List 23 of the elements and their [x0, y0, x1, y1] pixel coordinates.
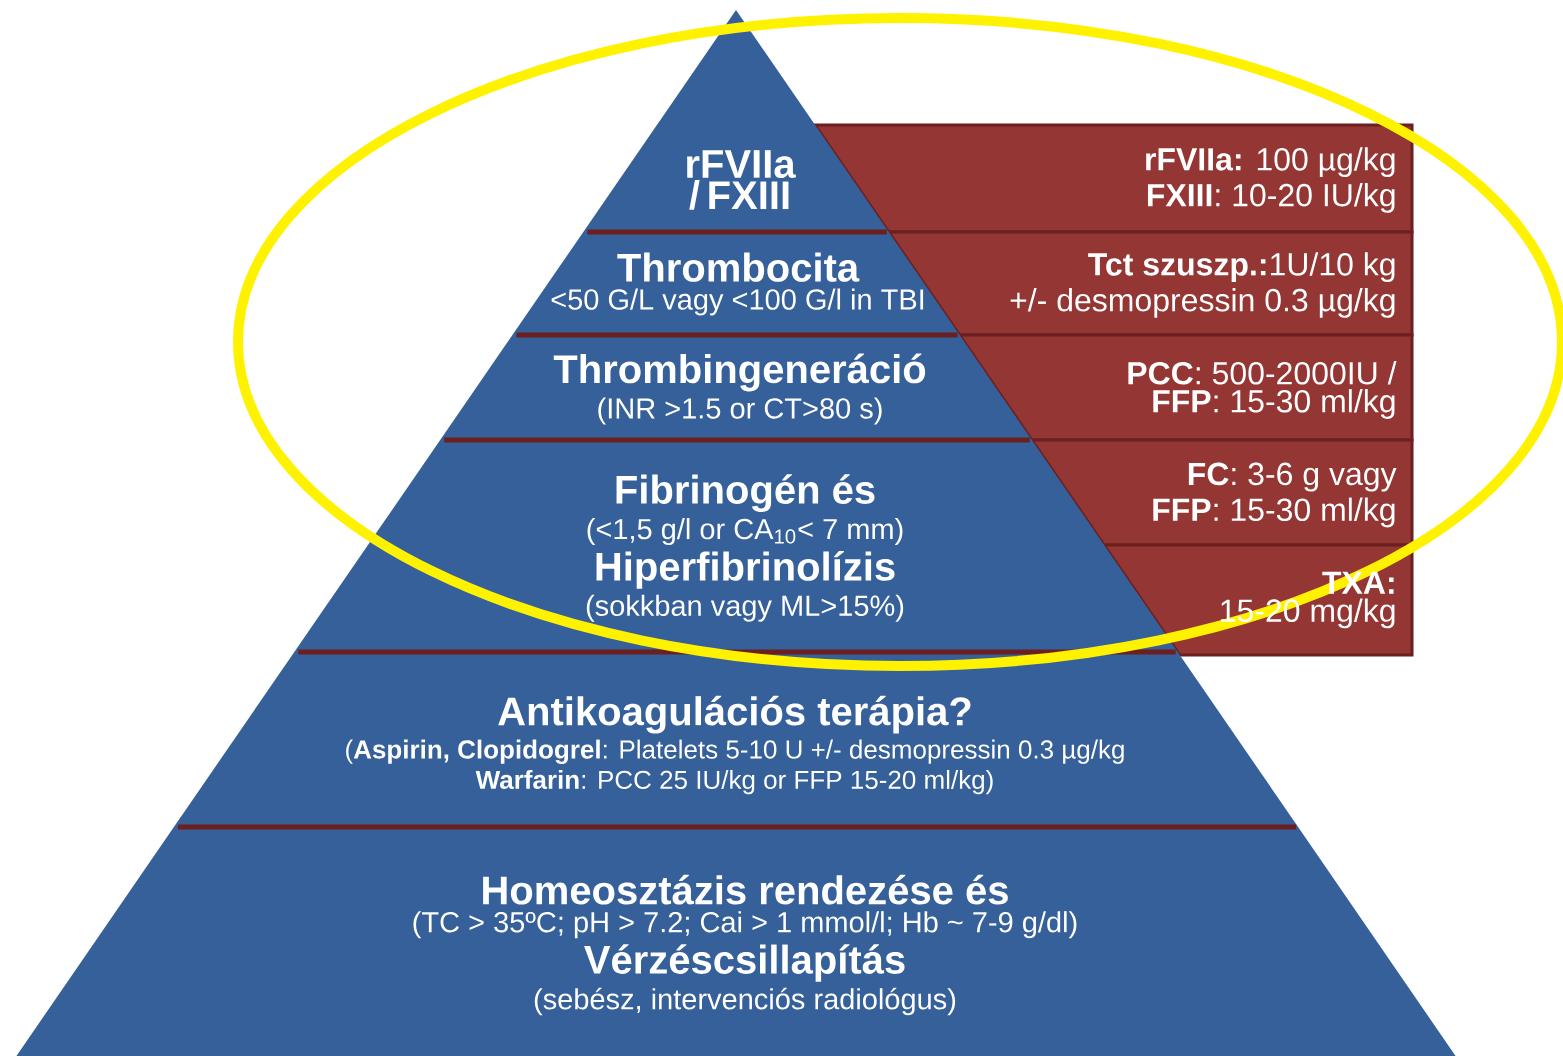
node-label: Vérzéscsillapítás: [584, 944, 905, 982]
node-label: (sokkban vagy ML>15%): [586, 594, 904, 622]
pyramid-tier: [583, 10, 889, 232]
node-label: (TC > 35ºC; pH > 7.2; Cai > 1 mmol/l; Hb ~ 7-9 g/dl): [413, 911, 1077, 939]
node-label: (<1,5 g/l or CA$_{10}$< 7 mm): [587, 518, 903, 546]
tier-label: Fibrinogén és (<1,5 g/l or CA$_{10}$< 7 mm) Hiperfibrinolízis (sokkban vagy ML>15%): [586, 474, 904, 622]
dose-label: Tct szuszp.:1U/10 kg +/- desmopressin 0.3 µg/kg: [1010, 252, 1395, 318]
dose-label: PCC: 500-2000IU / FFP: 15-30 ml/kg: [1128, 361, 1397, 419]
dose-label: FC: 3-6 g vagy FFP: 15-30 ml/kg: [1153, 462, 1397, 528]
dose-label: rFVIIa: 100 µg/kg FXIII: 10-20 IU/kg: [1146, 147, 1395, 213]
node-label: Homeosztázis rendezése és: [483, 874, 1008, 905]
tier-label: Thrombingeneráció (INR >1.5 or CT>80 s): [553, 353, 926, 425]
pyramid-tier: [173, 652, 1299, 827]
node-label: Hiperfibrinolízis: [596, 551, 895, 589]
tier-label: Homeosztázis rendezése és (TC > 35ºC; pH > 7.2; Cai > 1 mmol/l; Hb ~ 7-9 g/dl) Vérzéscsillapítás (sebész, intervenciós radiológus): [413, 874, 1077, 1016]
tier-label: rFVIIa / FXIII: [687, 150, 796, 210]
pyramid-tier: [16, 827, 1456, 1056]
pyramid-tier: [512, 232, 960, 335]
node-label: Fibrinogén és: [616, 474, 875, 513]
node-label: (sebész, intervenciós radiológus): [534, 987, 956, 1016]
tier-label: Antikoagulációs terápia? (Aspirin, Clopidogrel: Platelets 5-10 U +/- desmopressin 0.3 µg/kg Warfarin: PCC 25 IU/kg or FFP 15-20 ml/kg): [346, 695, 1124, 795]
tier-label: Thrombocita <50 G/L vagy <100 G/l in TBI: [551, 252, 924, 316]
pyramid-tier: [440, 335, 1032, 440]
